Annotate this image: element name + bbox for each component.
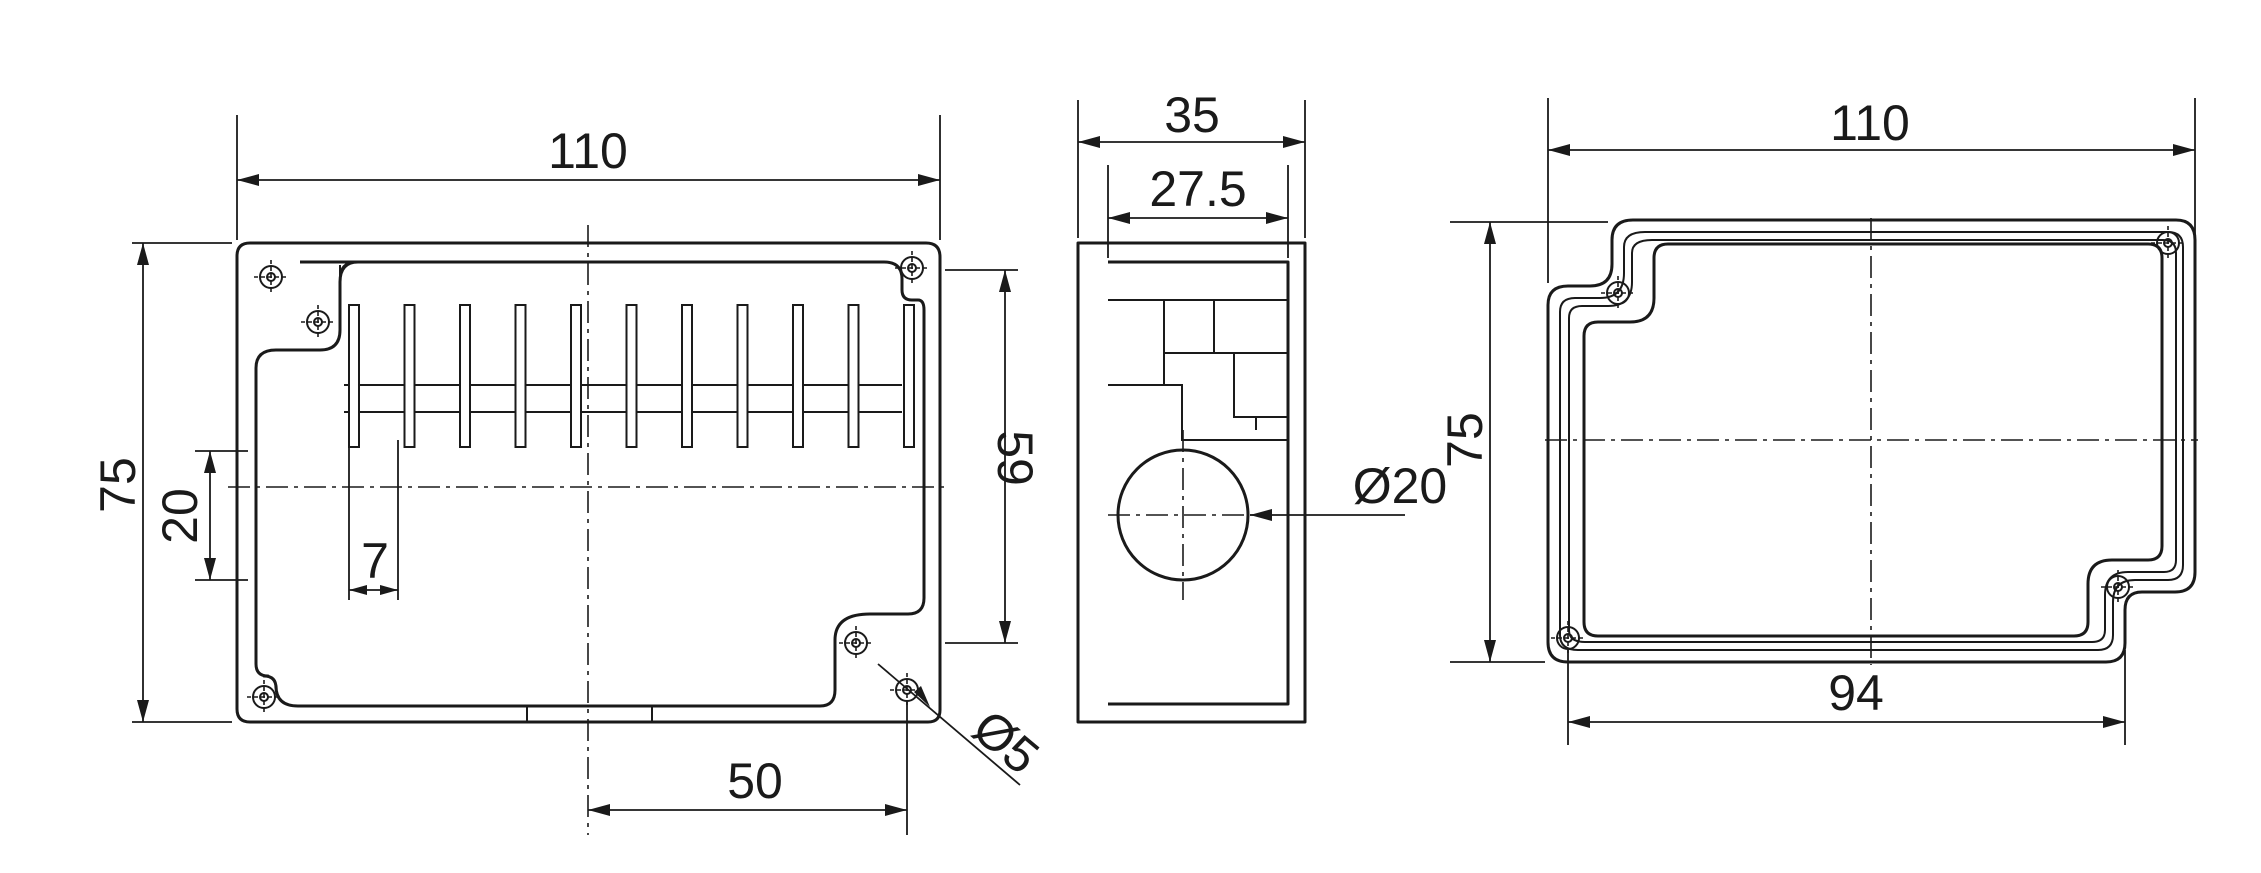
front-width-label: 110 [548, 123, 628, 179]
mounting-hole-icon [838, 625, 874, 661]
front-height-label: 75 [90, 457, 146, 513]
rear-inner-width-label: 94 [1828, 665, 1884, 721]
hole-diameter-label: Ø5 [962, 699, 1049, 785]
rear-gasket-outline-2 [1568, 239, 2177, 643]
terminal-fin [348, 304, 360, 448]
side-terminal-step [1108, 384, 1288, 441]
front-inner-cavity-2 [339, 261, 357, 279]
side-inner-wall [1108, 260, 1290, 706]
mounting-hole-icon [253, 259, 289, 295]
mounting-hole-icon [300, 304, 336, 340]
inner-height-label: 59 [987, 430, 1043, 486]
terminal-fin [736, 304, 749, 448]
terminal-fin [570, 304, 582, 448]
terminal-pitch-label: 7 [361, 533, 389, 589]
rear-outer-outline [1546, 218, 2197, 664]
terminal-fin [459, 304, 471, 448]
side-view: 35 27.5 Ø20 [1076, 87, 1448, 724]
rear-view: 110 75 94 [1437, 95, 2198, 745]
front-outer-outline [235, 241, 942, 724]
side-outer-outline [1076, 241, 1307, 724]
rear-height-label: 75 [1437, 412, 1493, 468]
side-terminal-profile [1108, 299, 1288, 430]
rear-inner-cavity [1582, 242, 2164, 638]
mounting-hole-icon [2100, 569, 2136, 605]
terminal-fin [903, 304, 915, 448]
depth-label: 35 [1164, 87, 1220, 143]
front-view: 110 75 20 7 59 50 [90, 115, 1049, 835]
terminal-fin [847, 304, 860, 448]
front-inner-cavity [254, 260, 926, 708]
knockout-diameter-label: Ø20 [1353, 458, 1448, 514]
hole-spacing-label: 50 [727, 753, 783, 809]
rear-width-label: 110 [1830, 95, 1910, 151]
offset-label: 20 [152, 488, 208, 544]
terminal-fin [681, 304, 693, 448]
terminal-block [344, 304, 915, 448]
mounting-hole-icon [894, 250, 930, 286]
inner-depth-label: 27.5 [1149, 161, 1246, 217]
terminal-fin [792, 304, 804, 448]
rear-gasket-outline-1 [1559, 231, 2184, 651]
terminal-fin [403, 304, 416, 448]
terminal-fin [625, 304, 638, 448]
terminal-fin [514, 304, 527, 448]
